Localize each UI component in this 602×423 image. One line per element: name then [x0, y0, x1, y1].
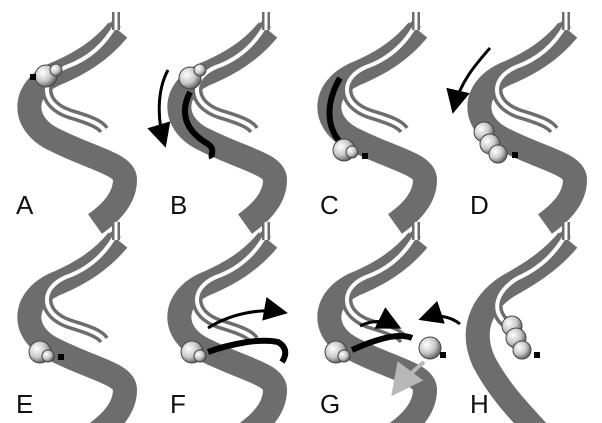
panel-label-b: B — [170, 190, 187, 220]
panel-label-c: C — [320, 190, 339, 220]
panel-label-e: E — [16, 389, 33, 419]
panel-g — [325, 222, 460, 423]
panel-label-a: A — [16, 190, 34, 220]
panel-label-d: D — [470, 190, 489, 220]
panel-label-h: H — [470, 389, 489, 419]
panel-h — [478, 222, 568, 423]
panel-a — [29, 12, 125, 224]
panel-label-f: F — [170, 389, 186, 419]
panel-label-g: G — [320, 389, 340, 419]
panel-e — [29, 222, 125, 423]
panel-c — [329, 12, 425, 224]
panel-f — [179, 222, 285, 423]
